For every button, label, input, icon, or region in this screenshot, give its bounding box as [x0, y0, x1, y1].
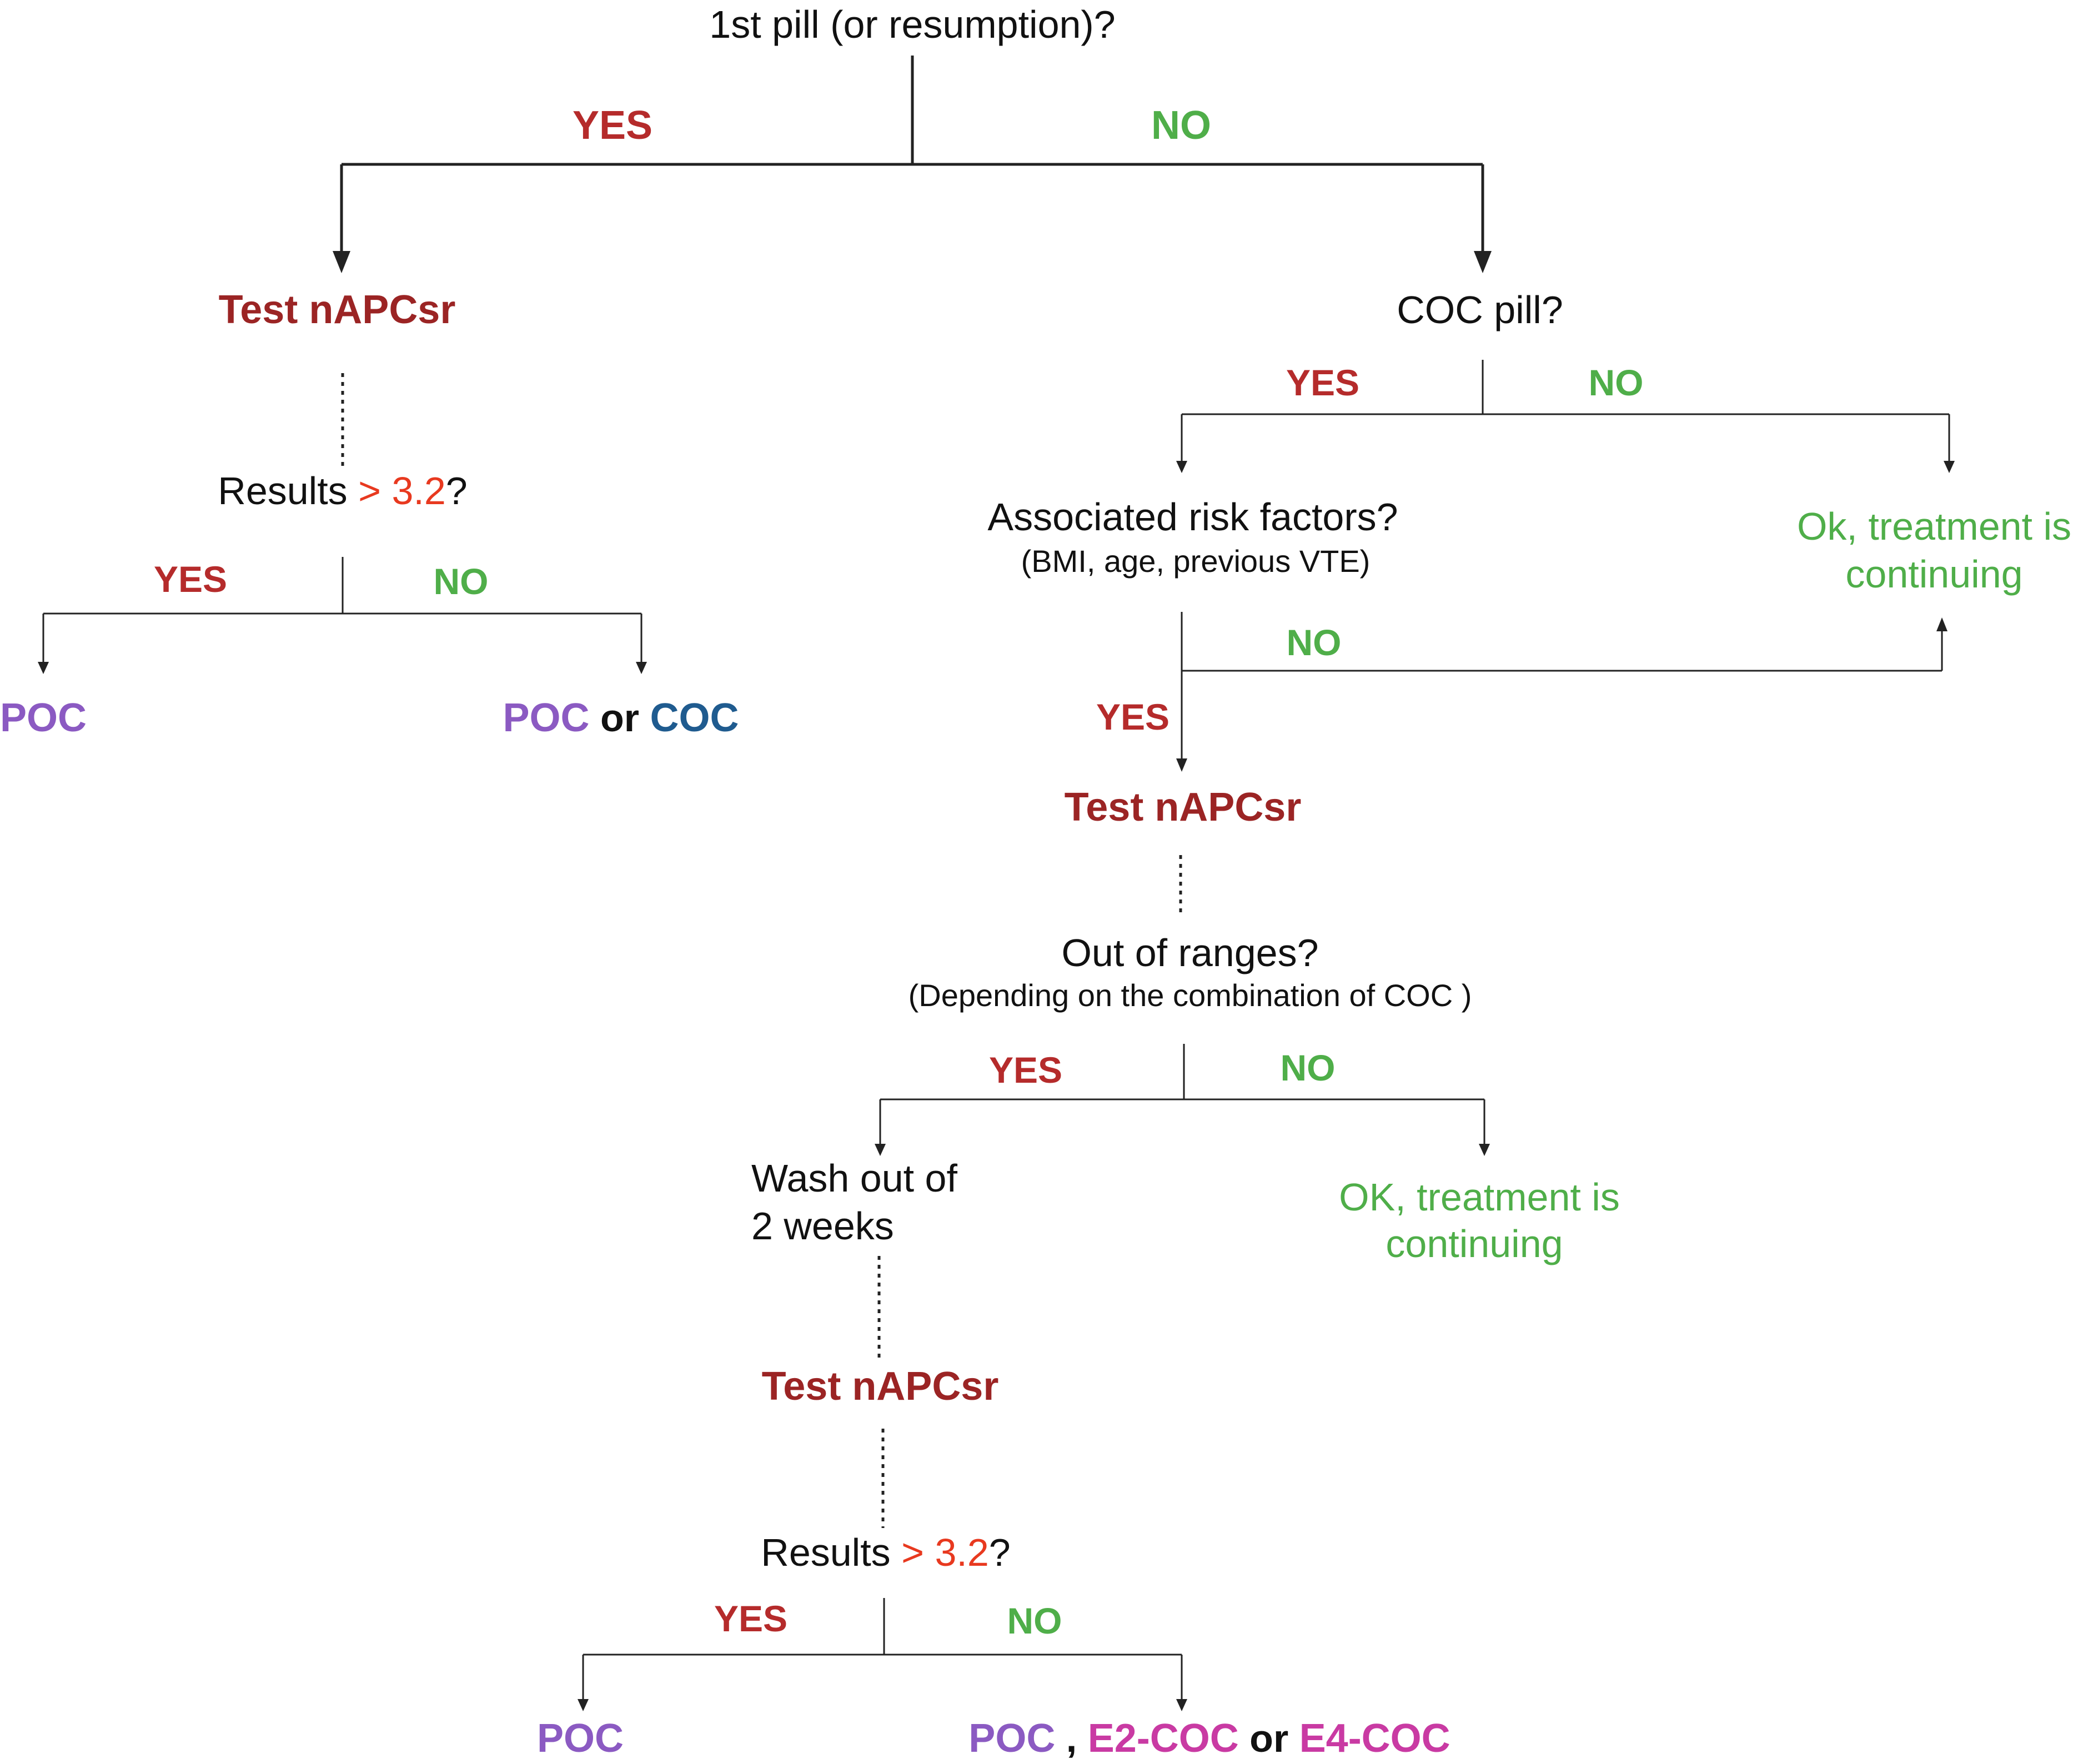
risk-no-label: NO: [1287, 622, 1342, 663]
final-outcome-poc: POC: [537, 1716, 624, 1761]
arrow-to-left-test-icon: [333, 251, 350, 273]
left-results-question: Results > 3.2?: [218, 469, 467, 512]
arrow-to-risk-question-icon: [1176, 461, 1187, 473]
coc-yes-label: YES: [1286, 362, 1359, 403]
washout-line1: Wash out of: [751, 1157, 957, 1200]
arrow-to-left-poc-coc-icon: [636, 662, 647, 674]
left-outcome-poc-or-coc: POC or COC: [503, 696, 739, 740]
arrow-to-left-poc-icon: [38, 662, 49, 674]
right-test: Test nAPCsr: [1065, 785, 1302, 830]
risk-question: Associated risk factors?: [987, 495, 1398, 539]
final-yes-label: YES: [714, 1598, 787, 1639]
range-yes-label: YES: [989, 1049, 1062, 1090]
arrow-to-coc-question-icon: [1474, 251, 1492, 273]
left-yes-label: YES: [154, 559, 227, 600]
left-result-connector: [42, 557, 643, 664]
range-connector: [879, 1044, 1485, 1145]
risk-subtext: (BMI, age, previous VTE): [1021, 544, 1371, 579]
range-question: Out of ranges?: [1061, 931, 1318, 974]
top-yes-label: YES: [573, 103, 652, 148]
arrow-to-right-test-icon: [1176, 758, 1187, 772]
final-connector: [582, 1598, 1183, 1700]
risk-connector: [1181, 612, 1943, 760]
right-results-question: Results > 3.2?: [761, 1531, 1010, 1574]
arrow-to-final-mix-icon: [1176, 1699, 1187, 1711]
final-no-label: NO: [1007, 1600, 1062, 1641]
risk-yes-label: YES: [1096, 696, 1170, 737]
range-subtext: (Depending on the combination of COC ): [909, 978, 1472, 1013]
left-no-label: NO: [434, 561, 489, 602]
arrow-to-ok2-continuing-icon: [1479, 1144, 1490, 1156]
top-connector: [340, 56, 1484, 253]
top-no-label: NO: [1151, 103, 1211, 148]
top-question: 1st pill (or resumption)?: [709, 3, 1115, 46]
coc-no-label: NO: [1589, 362, 1644, 403]
ok2-continuing-line1: OK, treatment is: [1339, 1175, 1620, 1219]
ok2-continuing-line2: continuing: [1386, 1222, 1563, 1265]
left-test: Test nAPCsr: [219, 288, 456, 332]
ok-continuing-line1: Ok, treatment is: [1797, 505, 2071, 548]
range-no-label: NO: [1281, 1047, 1336, 1088]
arrow-to-final-poc-icon: [578, 1699, 589, 1711]
right-test-2: Test nAPCsr: [762, 1364, 999, 1409]
ok-continuing-line2: continuing: [1845, 552, 2022, 596]
arrow-to-ok-continuing-icon: [1944, 461, 1955, 473]
final-outcome-mix: POC , E2-COC or E4-COC: [968, 1716, 1450, 1761]
coc-question: COC pill?: [1397, 288, 1563, 331]
washout-line2: 2 weeks: [751, 1204, 894, 1248]
left-outcome-poc: POC: [0, 696, 87, 740]
coc-connector: [1181, 360, 1950, 462]
arrow-up-to-ok-continuing-icon: [1936, 617, 1948, 631]
arrow-to-washout-icon: [875, 1144, 886, 1156]
